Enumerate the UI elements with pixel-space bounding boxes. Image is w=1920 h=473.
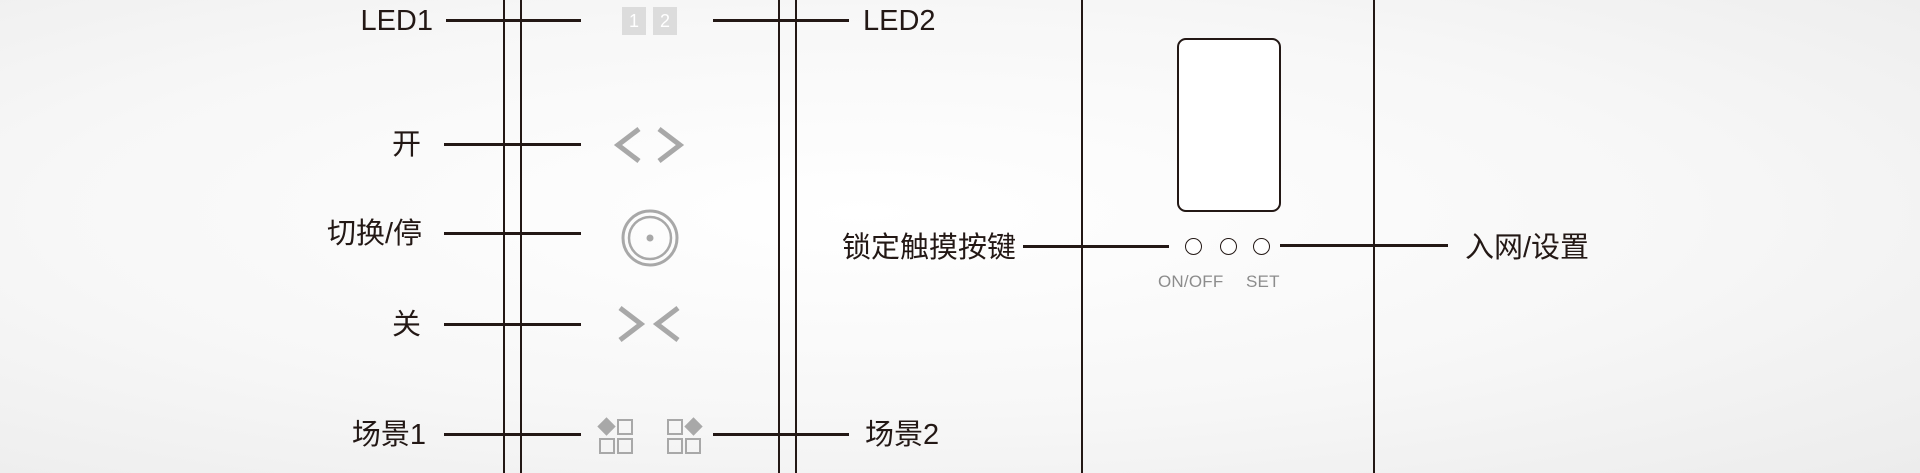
led1-label: LED1: [360, 5, 433, 37]
lock-touch-leader-line: [1023, 245, 1169, 248]
led2-leader-line: [713, 19, 849, 22]
on-leader-line: [444, 143, 581, 146]
set-button: [1253, 238, 1270, 255]
switch-stop-leader-line: [444, 232, 581, 235]
onoff-caption: ON/OFF: [1158, 272, 1224, 291]
switch-stop-label: 切换/停: [326, 218, 422, 250]
scene2-label: 场景2: [865, 419, 940, 451]
off-label: 关: [391, 309, 421, 341]
off-leader-line: [444, 323, 581, 326]
lock-touch-label: 锁定触摸按键: [841, 232, 1016, 264]
scene2-leader-line: [713, 433, 849, 436]
close-arrows-icon: [618, 306, 680, 342]
left-panel-outer-edge-left: [503, 0, 505, 473]
touch-panel-frame: [1177, 38, 1281, 212]
right-panel-edge-left: [1081, 0, 1083, 473]
network-setup-leader-line: [1280, 244, 1448, 247]
led2-label: LED2: [863, 5, 936, 37]
lock-touch-button: [1185, 238, 1202, 255]
scene1-label: 场景1: [351, 419, 426, 451]
scene1-icon: [597, 417, 633, 454]
scene1-leader-line: [444, 433, 581, 436]
onoff-button: [1220, 238, 1237, 255]
network-setup-label: 入网/设置: [1465, 232, 1590, 264]
left-panel-inner-edge-right: [778, 0, 780, 473]
on-label: 开: [391, 129, 421, 161]
right-panel-edge-right: [1373, 0, 1375, 473]
led2-indicator: 2: [653, 7, 677, 35]
led1-leader-line: [446, 19, 581, 22]
left-panel-inner-edge-left: [520, 0, 522, 473]
led1-indicator: 1: [622, 7, 646, 35]
left-panel-outer-edge-right: [795, 0, 797, 473]
open-arrows-icon: [613, 127, 685, 163]
switch-stop-icon: [621, 209, 679, 267]
scene2-icon: [667, 417, 703, 454]
set-caption: SET: [1246, 272, 1280, 291]
